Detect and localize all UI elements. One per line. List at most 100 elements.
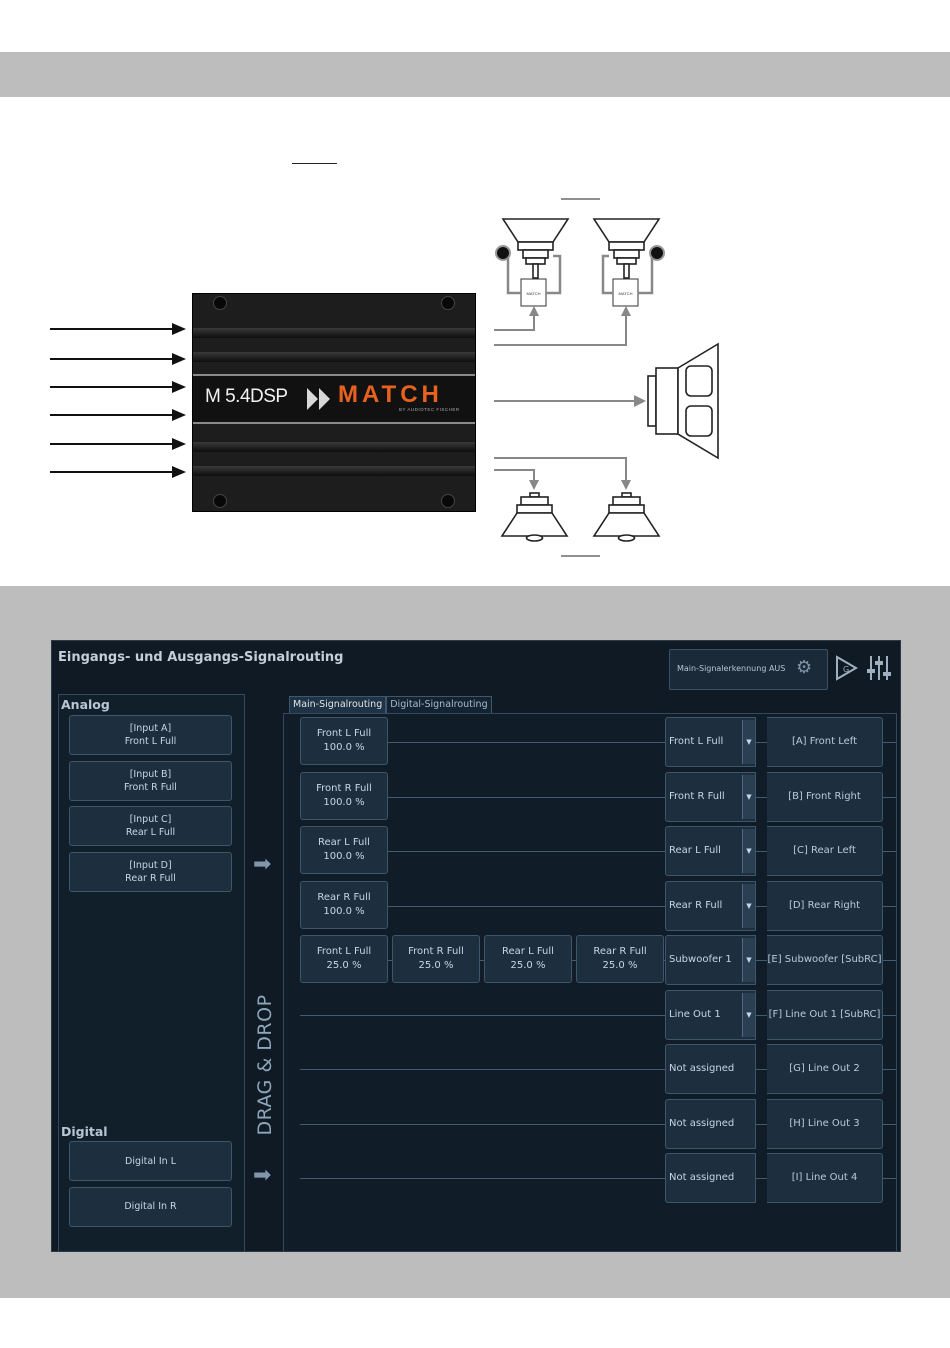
signal-detect-label: Main-Signalerkennung AUS — [677, 664, 786, 673]
digital-input-button[interactable]: Digital In R — [69, 1186, 232, 1227]
route-connection-line — [300, 796, 896, 798]
output-channel-label: [E] Subwoofer [SubRC] — [767, 935, 883, 985]
chip-level: 100.0 % — [323, 905, 365, 917]
output-channel-label: [C] Rear Left — [767, 826, 883, 876]
input-signal-label: Front L Full — [124, 736, 177, 747]
analog-input-button[interactable]: [Input C] Rear L Full — [69, 806, 232, 846]
dropdown-arrow-icon[interactable]: ▼ — [742, 774, 755, 819]
rear-right-speaker-icon — [592, 492, 661, 542]
signal-detect-button[interactable]: Main-Signalerkennung AUS ⚙ — [669, 649, 828, 690]
chip-signal-name: Rear L Full — [502, 946, 554, 957]
digital-input-label: Digital In R — [124, 1201, 177, 1212]
play-icon — [319, 388, 330, 410]
dropdown-arrow-icon[interactable]: ▼ — [742, 829, 755, 873]
output-source-select[interactable]: Not assigned — [665, 1044, 756, 1094]
output-channel-label: [D] Rear Right — [767, 880, 883, 931]
input-signal-label: Rear R Full — [125, 872, 176, 884]
rear-left-wire — [494, 457, 627, 482]
analog-input-button[interactable]: [Input B]Front R Full — [69, 760, 232, 801]
drag-drop-strip: ➡ DRAG & DROP ➡ — [245, 694, 281, 1251]
svg-text:G: G — [843, 665, 849, 674]
amp-model-text: M 5.4DSP — [205, 386, 288, 407]
screw-icon — [441, 296, 455, 310]
dropdown-arrow-icon[interactable]: ▼ — [742, 992, 755, 1037]
output-source-select[interactable]: Front L Full▼ — [665, 717, 756, 767]
routed-signal-chip[interactable]: Rear R Full 100.0 % — [300, 880, 388, 929]
tab-main-routing[interactable]: Main-Signalrouting — [289, 696, 387, 713]
input-column: Analog [Input A] Front L Full [Input B]Fro… — [58, 694, 245, 1251]
route-connection-line — [300, 851, 896, 852]
screw-icon — [213, 296, 227, 310]
output-source-value: Rear R Full — [669, 899, 723, 911]
route-connection-line — [300, 1178, 896, 1179]
chip-signal-name: Front L Full — [316, 946, 372, 957]
output-source-value: Not assigned — [669, 1117, 735, 1129]
amp-nameplate: M 5.4DSP MATCH BY AUDIOTEC FISCHER — [193, 374, 475, 424]
analog-input-button[interactable]: [Input D]Rear R Full — [69, 851, 232, 892]
tab-digital-routing[interactable]: Digital-Signalrouting — [386, 696, 492, 713]
front-left-crossover-icon: MATCH — [520, 278, 547, 307]
output-source-value: Rear L Full — [669, 845, 721, 856]
routed-signal-chip[interactable]: Front R Full 25.0 % — [392, 935, 480, 983]
analog-input-button[interactable]: [Input A] Front L Full — [69, 715, 232, 755]
dropdown-arrow-icon[interactable]: ▼ — [742, 883, 755, 928]
output-channel-label: [A] Front Left — [767, 717, 883, 767]
title-underline — [292, 163, 337, 164]
chip-level: 100.0 % — [323, 851, 365, 862]
input-channel-label: [Input D] — [129, 859, 172, 871]
output-source-select[interactable]: Line Out 1 ▼ — [665, 989, 756, 1040]
output-source-select[interactable]: Subwoofer 1▼ — [665, 935, 756, 985]
output-source-select[interactable]: Not assigned — [665, 1153, 756, 1203]
output-source-select[interactable]: Front R Full ▼ — [665, 771, 756, 822]
chip-signal-name: Rear R Full — [317, 891, 371, 903]
front-right-speaker-icon — [592, 218, 661, 279]
amp-fin — [193, 328, 475, 338]
chip-signal-name: Front L Full — [316, 728, 372, 739]
input-channel-label: [Input C] — [129, 814, 172, 825]
dropdown-arrow-icon[interactable]: ▼ — [742, 720, 755, 764]
signal-routing-window: Eingangs- und Ausgangs-Signalrouting Mai… — [51, 640, 901, 1252]
chip-level: 25.0 % — [602, 960, 638, 971]
input-signal-label: Front R Full — [124, 781, 177, 793]
amp-brand-text: MATCH — [338, 381, 443, 408]
output-source-select[interactable]: Rear L Full ▼ — [665, 826, 756, 876]
output-source-value: Front R Full — [669, 790, 725, 802]
digital-input-label: Digital In L — [125, 1155, 176, 1167]
input-arrow-head — [172, 381, 186, 393]
output-source-select[interactable]: Not assigned — [665, 1098, 756, 1149]
input-channel-label: [Input B] — [129, 768, 172, 780]
input-channel-label: [Input A] — [129, 723, 172, 734]
input-arrows — [50, 323, 186, 478]
rear-right-wire — [494, 469, 535, 482]
subwoofer-icon — [647, 342, 719, 460]
routed-signal-chip[interactable]: Rear L Full 100.0 % — [300, 826, 388, 874]
chip-signal-name: Rear L Full — [318, 837, 370, 848]
output-channel-label: [H] Line Out 3 — [767, 1098, 883, 1149]
output-source-value: Line Out 1 — [669, 1008, 721, 1020]
mixer-sliders-icon[interactable] — [866, 653, 892, 683]
routed-signal-chip[interactable]: Front L Full 25.0 % — [300, 935, 388, 983]
chip-level: 25.0 % — [418, 960, 454, 971]
input-signal-label: Rear L Full — [125, 827, 176, 838]
arrow-right-icon: ➡ — [253, 852, 272, 877]
front-right-wire — [494, 312, 627, 346]
amp-fin — [193, 352, 475, 362]
output-channel-label: [I] Line Out 4 — [767, 1153, 883, 1203]
amp-fin — [193, 442, 475, 452]
front-left-crossover-label: MATCH — [527, 291, 541, 296]
output-source-select[interactable]: Rear R Full ▼ — [665, 880, 756, 931]
chip-signal-name: Front R Full — [316, 782, 372, 794]
play-signal-icon[interactable]: G — [834, 653, 860, 683]
chip-signal-name: Front R Full — [408, 946, 464, 957]
analog-section-label: Analog — [61, 697, 110, 712]
digital-section-label: Digital — [61, 1124, 108, 1139]
chip-level: 25.0 % — [326, 960, 362, 971]
digital-input-button[interactable]: Digital In L — [69, 1141, 232, 1181]
front-right-crossover-icon: MATCH — [612, 278, 639, 307]
dropdown-arrow-icon[interactable]: ▼ — [742, 938, 755, 982]
output-channel-label: [B] Front Right — [767, 771, 883, 822]
